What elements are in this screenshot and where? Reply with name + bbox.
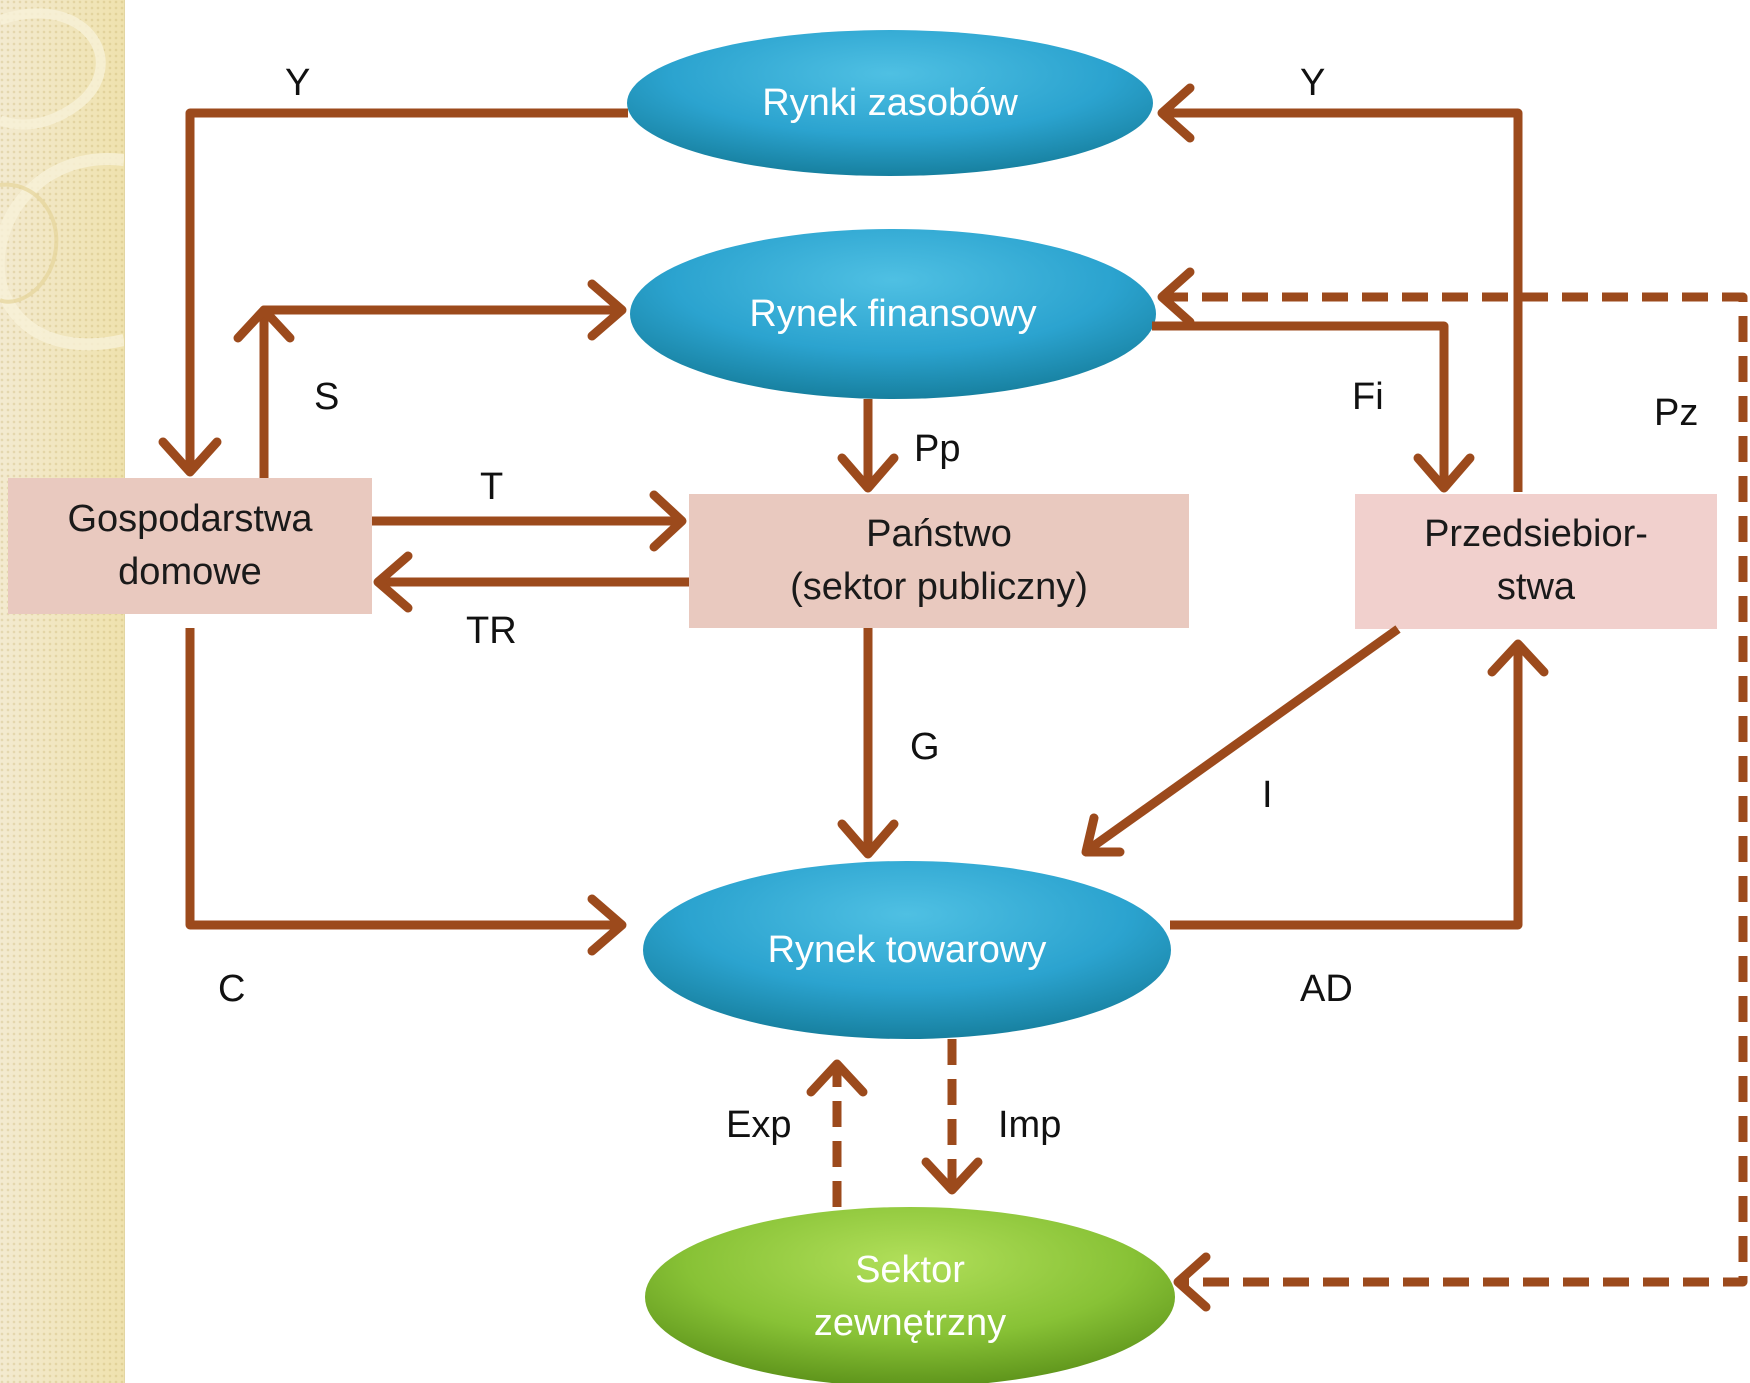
arrowhead-t	[649, 490, 687, 552]
arrow-y-left	[185, 108, 628, 470]
node-rynki-zasobow-label: Rynki zasobów	[762, 81, 1018, 124]
arrowhead-imp	[921, 1157, 983, 1195]
node-rynki-zasobow-shape	[627, 30, 1153, 176]
node-sektor-zewnetrzny-label: Sektor zewnętrzny	[813, 1249, 1007, 1344]
node-panstwo-label: Państwo (sektor publiczny)	[790, 513, 1088, 608]
flow-label-s: S	[314, 376, 340, 418]
arrowhead-pp	[837, 453, 899, 493]
arrowhead-c	[587, 894, 627, 956]
flow-label-pz: Pz	[1654, 392, 1699, 434]
arrowhead-tr	[373, 551, 413, 613]
flow-label-c: C	[218, 968, 246, 1010]
flow-arrows	[158, 83, 1748, 1312]
flow-label-ad: AD	[1300, 968, 1353, 1010]
arrowhead-g	[837, 819, 899, 859]
arrowhead-ad	[1487, 639, 1549, 677]
node-rynek-finansowy-label: Rynek finansowy	[749, 292, 1037, 335]
flow-label-t: T	[480, 466, 504, 508]
node-rynek-towarowy-label: Rynek towarowy	[767, 928, 1047, 971]
flow-label-y-right: Y	[1300, 62, 1326, 104]
node-gospodarstwa-domowe-shape	[8, 478, 372, 614]
node-panstwo-shape	[689, 494, 1189, 628]
flow-label-pp: Pp	[914, 428, 961, 470]
node-przedsiebiorstwa-shape	[1355, 494, 1717, 629]
arrowhead-pz-bottom	[1173, 1252, 1211, 1312]
decorative-sidebar	[0, 0, 125, 1383]
arrowhead-y-left	[158, 437, 222, 477]
flow-label-g: G	[910, 726, 940, 768]
arrow-pz	[1162, 292, 1748, 1287]
flow-label-fi: Fi	[1352, 376, 1384, 418]
arrow-ad	[1170, 646, 1523, 930]
flow-label-y-left: Y	[285, 62, 311, 104]
swirl-ornament	[0, 8, 124, 351]
flow-label-exp: Exp	[726, 1104, 792, 1146]
arrowhead-s-right	[587, 279, 627, 341]
node-rynek-towarowy-shape	[643, 861, 1171, 1039]
arrowhead-pz-top	[1157, 267, 1195, 327]
arrowhead-fi	[1413, 453, 1475, 493]
arrow-c	[185, 628, 620, 930]
arrowhead-s-up	[233, 305, 295, 343]
arrow-fi	[1152, 321, 1449, 486]
arrow-i	[1085, 625, 1401, 854]
arrowhead-exp	[806, 1059, 868, 1097]
arrowhead-y-right	[1157, 83, 1195, 143]
node-sektor-zewnetrzny-shape	[645, 1207, 1175, 1383]
arrow-y-right	[1162, 108, 1523, 492]
node-rynek-finansowy-shape	[630, 229, 1156, 399]
flow-label-imp: Imp	[998, 1104, 1062, 1146]
flow-label-i: I	[1262, 774, 1273, 816]
node-przedsiebiorstwa-label: Przedsiebior- stwa	[1424, 513, 1648, 608]
node-gospodarstwa-domowe-label: Gospodarstwa domowe	[67, 498, 313, 593]
arrowhead-i	[1081, 813, 1125, 857]
flow-label-tr: TR	[466, 610, 517, 652]
